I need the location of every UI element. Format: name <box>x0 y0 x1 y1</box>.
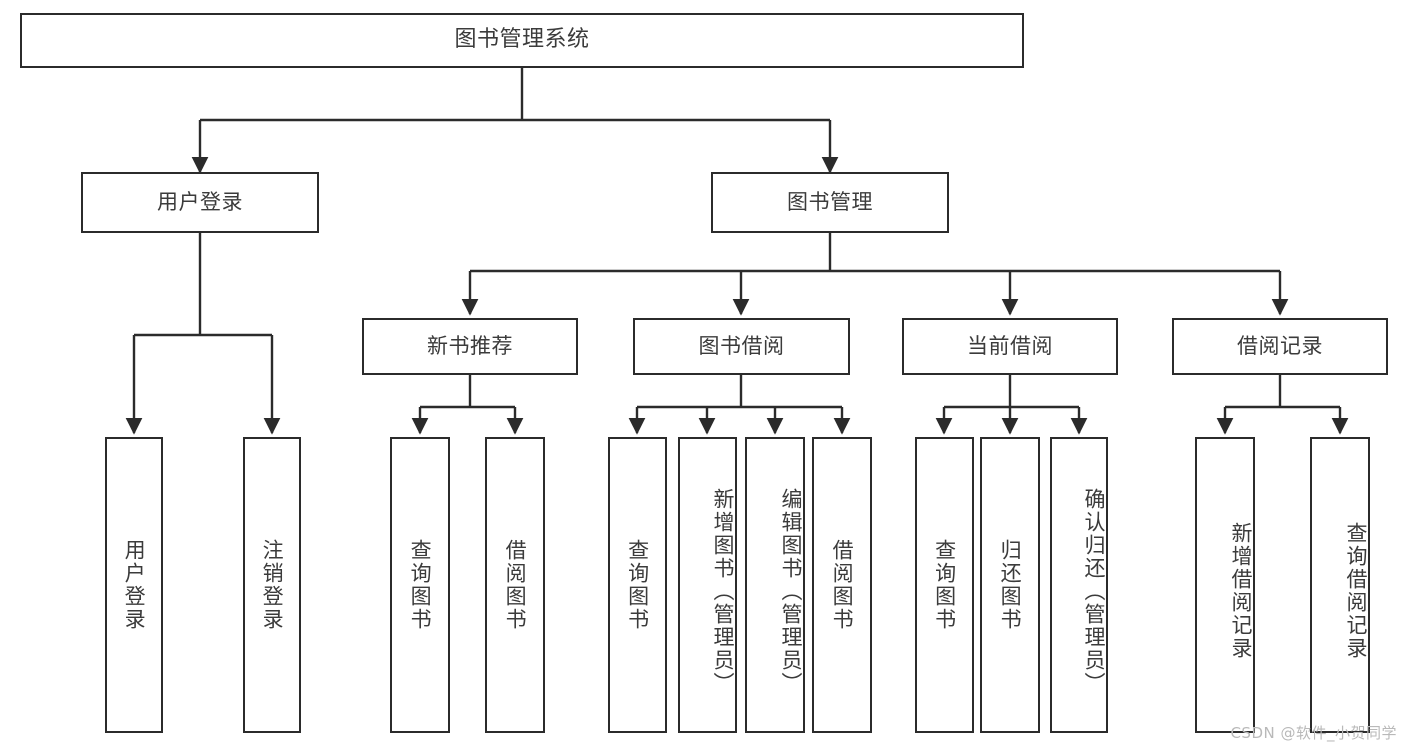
node-leaf-query-book-2[interactable]: 查询图书 <box>608 437 667 733</box>
node-leaf-query-book-1[interactable]: 查询图书 <box>390 437 450 733</box>
node-leaf-borrow-book-1[interactable]: 借阅图书 <box>485 437 545 733</box>
node-leaf-add-record[interactable]: 新增借阅记录 <box>1195 437 1255 733</box>
node-leaf-user-login[interactable]: 用户登录 <box>105 437 163 733</box>
node-current-borrowing[interactable]: 当前借阅 <box>902 318 1118 375</box>
node-leaf-confirm-return[interactable]: 确认归还（管理员） <box>1050 437 1108 733</box>
node-leaf-query-record[interactable]: 查询借阅记录 <box>1310 437 1370 733</box>
node-leaf-return-book[interactable]: 归还图书 <box>980 437 1040 733</box>
node-user-login[interactable]: 用户登录 <box>81 172 319 233</box>
csdn-watermark: CSDN @软件_小贺同学 <box>1230 724 1397 742</box>
node-new-book-recommendation[interactable]: 新书推荐 <box>362 318 578 375</box>
node-root-book-management-system[interactable]: 图书管理系统 <box>20 13 1024 68</box>
node-leaf-logout[interactable]: 注销登录 <box>243 437 301 733</box>
node-leaf-add-book[interactable]: 新增图书（管理员） <box>678 437 737 733</box>
node-leaf-borrow-book-2[interactable]: 借阅图书 <box>812 437 872 733</box>
node-book-management[interactable]: 图书管理 <box>711 172 949 233</box>
node-leaf-query-book-3[interactable]: 查询图书 <box>915 437 974 733</box>
node-book-borrowing[interactable]: 图书借阅 <box>633 318 850 375</box>
node-borrowing-records[interactable]: 借阅记录 <box>1172 318 1388 375</box>
node-leaf-edit-book[interactable]: 编辑图书（管理员） <box>745 437 805 733</box>
